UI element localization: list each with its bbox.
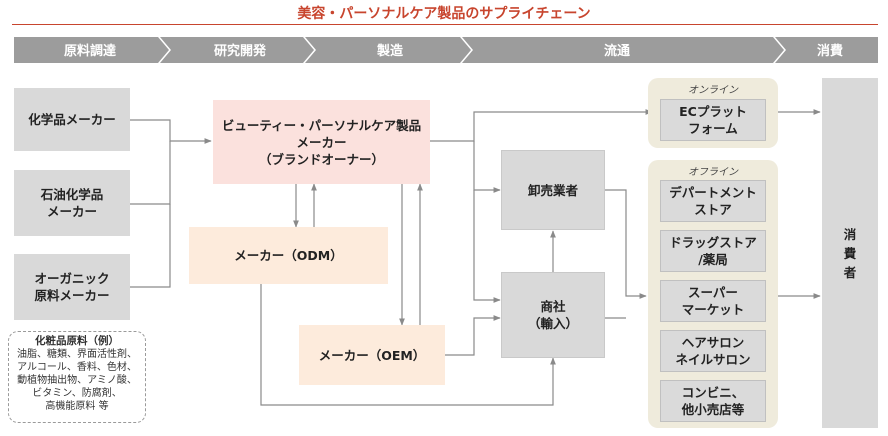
stage-label-rnd: 研究開発 xyxy=(214,43,267,59)
wholesaler-box: 卸売業者 xyxy=(501,150,605,230)
arrow-brand-to-wholesaler xyxy=(473,141,501,193)
trading-company-box: 商社 （輸入） xyxy=(501,272,605,358)
title-rule xyxy=(12,24,878,25)
supplier-organic: オーガニック 原料メーカー xyxy=(14,254,130,320)
stage-chevron-procurement xyxy=(14,37,169,63)
arrow-chemical-to-brand xyxy=(130,119,212,144)
stage-chevron-rnd xyxy=(160,37,314,63)
arrow-petrochem-to-brand xyxy=(130,141,171,205)
supplier-petrochemical: 石油化学品 メーカー xyxy=(14,170,130,236)
channel-salon: ヘアサロン ネイルサロン xyxy=(660,330,766,372)
odm-manufacturer-box: メーカー（ODM） xyxy=(189,227,388,284)
channel-drugstore: ドラッグストア /薬局 xyxy=(660,230,766,272)
stage-chevron-distribution xyxy=(462,37,784,63)
arrow-organic-to-brand xyxy=(130,204,171,288)
page-title: 美容・パーソナルケア製品のサプライチェーン xyxy=(297,6,591,22)
stage-label-procurement: 原料調達 xyxy=(64,43,116,59)
consumer-box: 消 費 者 xyxy=(822,78,878,428)
arrow-odm-to-trading xyxy=(260,284,556,406)
channel-ec-platform: ECプラット フォーム xyxy=(660,99,766,141)
online-channel-panel: オンライン ECプラット フォーム xyxy=(648,78,778,148)
stage-label-consumption: 消費 xyxy=(817,43,843,59)
ingredients-title: 化粧品原料（例） xyxy=(35,335,119,347)
offline-label: オフライン xyxy=(688,167,738,178)
stage-chevron-consumption xyxy=(775,37,878,63)
arrow-oem-to-trading xyxy=(445,315,501,356)
offline-channel-panel: オフライン デパートメント ストア ドラッグストア /薬局 スーパー マーケット… xyxy=(648,160,778,428)
arrow-brand-to-online xyxy=(430,109,653,142)
oem-manufacturer-box: メーカー（OEM） xyxy=(299,325,445,385)
supplier-chemical: 化学品メーカー xyxy=(14,88,130,151)
channel-department-store: デパートメント ストア xyxy=(660,180,766,222)
stage-label-manufacturing: 製造 xyxy=(376,43,404,59)
stage-chevron-manufacturing xyxy=(305,37,471,63)
ingredients-example: 化粧品原料（例） 油脂、糖類、界面活性剤、 アルコール、香料、色材、 動植物抽出… xyxy=(8,331,146,423)
online-label: オンライン xyxy=(688,85,738,96)
stage-bar: 原料調達 研究開発 製造 流通 消費 xyxy=(14,37,878,63)
channel-convenience-store: コンビニ、 他小売店等 xyxy=(660,380,766,422)
arrow-brand-to-trading xyxy=(473,190,501,303)
ingredients-list: 油脂、糖類、界面活性剤、 アルコール、香料、色材、 動植物抽出物、アミノ酸、 ビ… xyxy=(17,349,137,412)
brand-owner-box: ビューティー・パーソナルケア製品 メーカー （ブランドオーナー） xyxy=(213,100,430,184)
stage-label-distribution: 流通 xyxy=(604,43,630,59)
arrow-wholesaler-to-offline xyxy=(605,189,647,299)
channel-supermarket: スーパー マーケット xyxy=(660,280,766,322)
